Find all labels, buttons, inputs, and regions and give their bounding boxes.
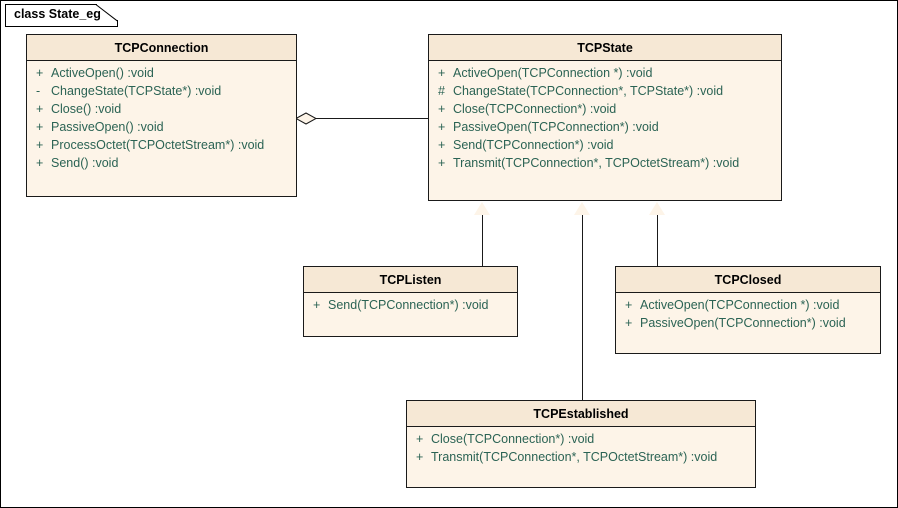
class-member: + PassiveOpen(TCPConnection*) :void	[438, 120, 659, 134]
frame-tab-right-edge	[117, 20, 118, 27]
generalization-line-tcpestablished	[582, 215, 583, 401]
generalization-line-tcpclosed	[657, 215, 658, 267]
frame-tab: class State_eg	[5, 4, 118, 27]
class-member: + Transmit(TCPConnection*, TCPOctetStrea…	[438, 156, 740, 170]
class-box-tcpconnection[interactable]: TCPConnection + ActiveOpen() :void - Cha…	[26, 34, 299, 199]
class-title-tcpstate: TCPState	[429, 35, 781, 61]
class-member: + ProcessOctet(TCPOctetStream*) :void	[36, 138, 265, 152]
class-members-tcplisten: + Send(TCPConnection*) :void	[304, 293, 517, 322]
class-title-tcpestablished: TCPEstablished	[407, 401, 755, 427]
class-member: + ActiveOpen(TCPConnection *) :void	[438, 66, 653, 80]
class-box-tcpclosed[interactable]: TCPClosed + ActiveOpen(TCPConnection *) …	[615, 266, 883, 356]
frame-tab-top-edge	[5, 4, 97, 5]
class-members-tcpstate: + ActiveOpen(TCPConnection *) :void # Ch…	[429, 61, 781, 180]
class-box-tcpestablished[interactable]: TCPEstablished + Close(TCPConnection*) :…	[406, 400, 758, 490]
class-member: + ActiveOpen() :void	[36, 66, 154, 80]
class-member: + Send(TCPConnection*) :void	[313, 298, 489, 312]
class-members-tcpconnection: + ActiveOpen() :void - ChangeState(TCPSt…	[27, 61, 296, 180]
class-member: + ActiveOpen(TCPConnection *) :void	[625, 298, 840, 312]
class-member: + Transmit(TCPConnection*, TCPOctetStrea…	[416, 450, 718, 464]
class-member: + PassiveOpen(TCPConnection*) :void	[625, 316, 846, 330]
class-members-tcpestablished: + Close(TCPConnection*) :void + Transmit…	[407, 427, 755, 474]
class-member: + Close() :void	[36, 102, 122, 116]
class-title-tcpclosed: TCPClosed	[616, 267, 880, 293]
class-member: + PassiveOpen() :void	[36, 120, 164, 134]
aggregation-line	[314, 118, 428, 119]
frame-tab-left-edge	[5, 4, 6, 27]
class-member: + Send(TCPConnection*) :void	[438, 138, 614, 152]
class-member: # ChangeState(TCPConnection*, TCPState*)…	[438, 84, 724, 98]
generalization-line-tcplisten	[482, 215, 483, 267]
class-title-tcplisten: TCPListen	[304, 267, 517, 293]
class-member: + Send() :void	[36, 156, 119, 170]
class-title-tcpconnection: TCPConnection	[27, 35, 296, 61]
class-box-tcplisten[interactable]: TCPListen + Send(TCPConnection*) :void	[303, 266, 520, 339]
aggregation-diamond-icon	[295, 112, 319, 125]
frame-tab-label: class State_eg	[14, 7, 101, 21]
class-member: + Close(TCPConnection*) :void	[438, 102, 617, 116]
class-member: + Close(TCPConnection*) :void	[416, 432, 595, 446]
class-member: - ChangeState(TCPState*) :void	[36, 84, 222, 98]
frame-tab-bottom-edge	[5, 26, 118, 27]
class-members-tcpclosed: + ActiveOpen(TCPConnection *) :void + Pa…	[616, 293, 880, 340]
class-box-tcpstate[interactable]: TCPState + ActiveOpen(TCPConnection *) :…	[428, 34, 784, 203]
